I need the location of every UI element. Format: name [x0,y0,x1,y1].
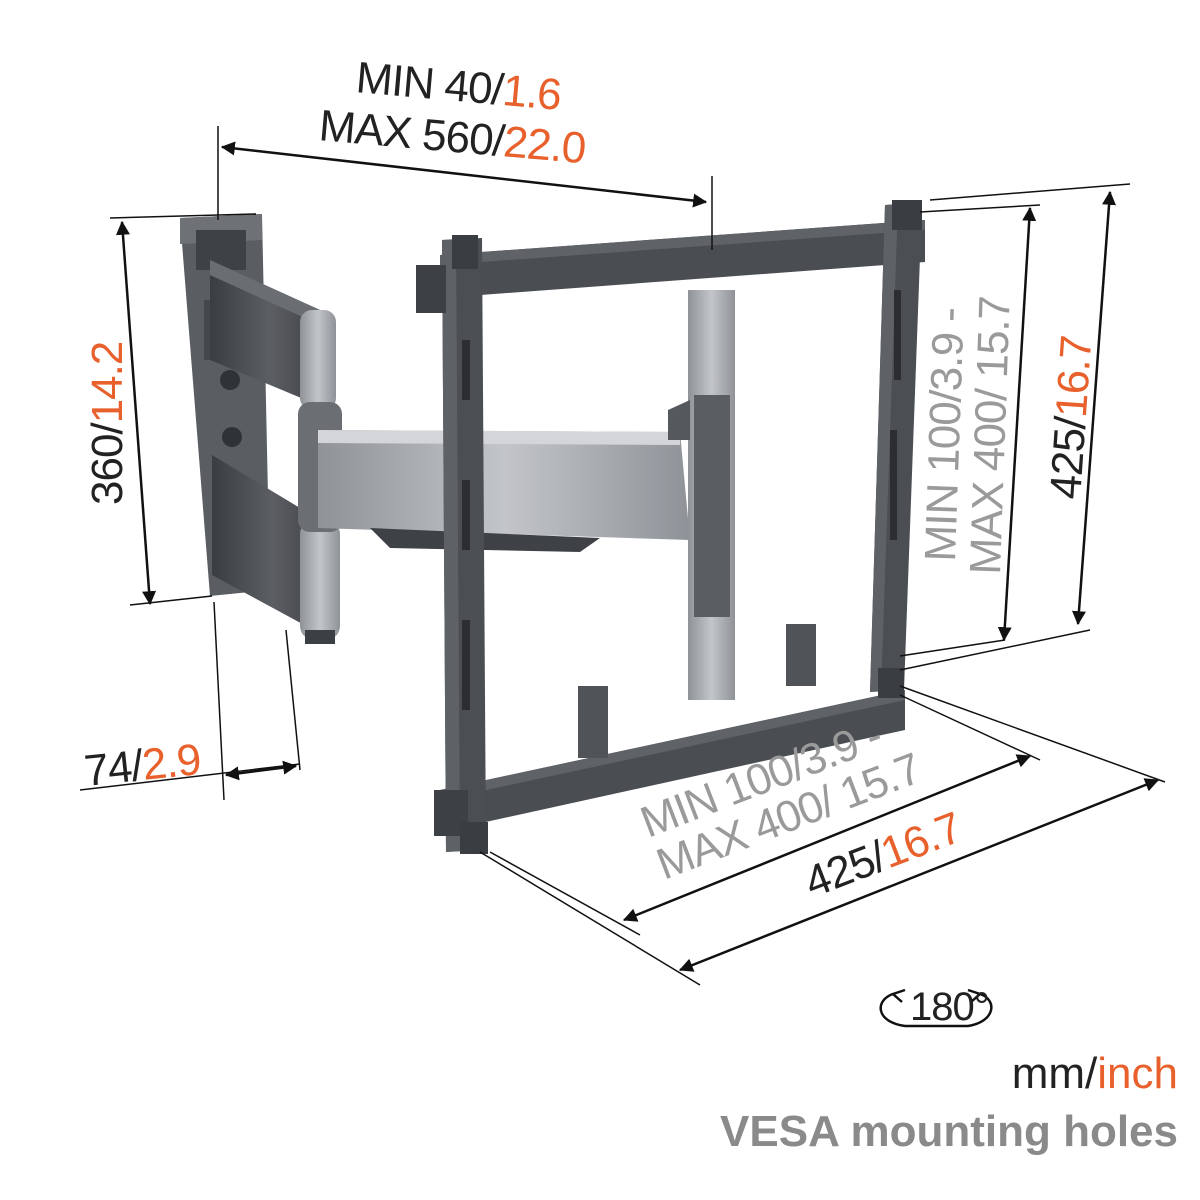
dimension-lines [79,126,1166,986]
wall-plate-height-arrow [115,220,157,606]
units-legend: mm/inch [1012,1052,1178,1096]
vesa-vertical-min-label: MIN 100/3.9 - [916,307,974,562]
vesa-legend: VESA mounting holes [720,1107,1178,1156]
vesa-vertical-arrow [997,206,1037,642]
lower-arm [212,455,340,644]
frame-height-label: 425/16.7 [1041,334,1101,500]
frame-height-arrow [1071,190,1117,626]
tv-wall-mount [180,200,925,854]
units-mm: mm/ [1011,1049,1098,1098]
center-arm [298,402,690,552]
wall-plate-depth-arrow [224,760,298,781]
upper-arm [210,260,336,410]
rotation-label: 180° [910,985,989,1029]
frame-width-arrow [678,778,1160,972]
arm-extension-arrow [220,141,708,208]
vesa-frame [416,200,925,854]
rotation-180-icon: 180° [879,985,993,1029]
vesa-vertical-max-label: MAX 400/ 15.7 [961,296,1020,576]
wall-plate-depth-label: 74/2.9 [82,735,203,796]
wall-plate-height-label: 360/14.2 [83,342,132,505]
units-inch: inch [1097,1049,1178,1098]
center-column [668,290,735,700]
